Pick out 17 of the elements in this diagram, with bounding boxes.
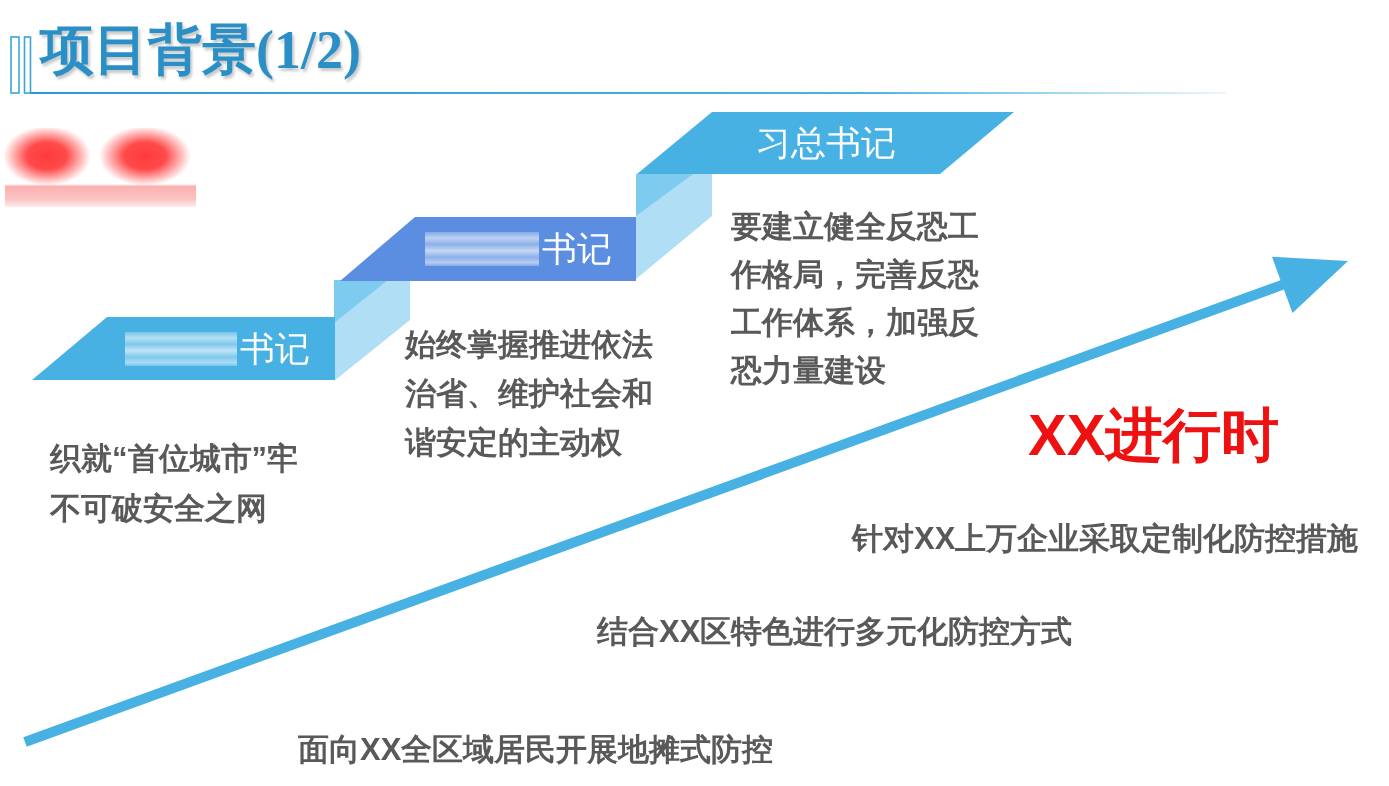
blurred-block (5, 128, 196, 207)
headline-text: XX进行时 (1028, 401, 1280, 469)
blurred-bar (425, 232, 539, 266)
step-description: 要建立健全反恐工作格局，完善反恐工作体系，加强反恐力量建设 (731, 208, 980, 390)
step-label: 习总书记 (755, 123, 896, 163)
step-band (32, 317, 335, 380)
note-text: 针对XX上万企业采取定制化防控措施 (852, 520, 1359, 558)
step-band (340, 217, 636, 281)
blurred-bar (125, 331, 237, 366)
step-label: 书记 (240, 328, 310, 369)
step-description: 织就“首位城市”牢不可破安全之网 (50, 440, 299, 528)
step-description: 始终掌握推进依法治省、维护社会和谐安定的主动权 (405, 326, 654, 462)
note-text: 结合XX区特色进行多元化防控方式 (597, 613, 1073, 651)
slide-title: 项目背景(1/2) (40, 19, 361, 82)
step-band (637, 112, 1014, 174)
step-label: 书记 (542, 229, 612, 269)
note-text: 面向XX全区域居民开展地摊式防控 (298, 731, 774, 769)
